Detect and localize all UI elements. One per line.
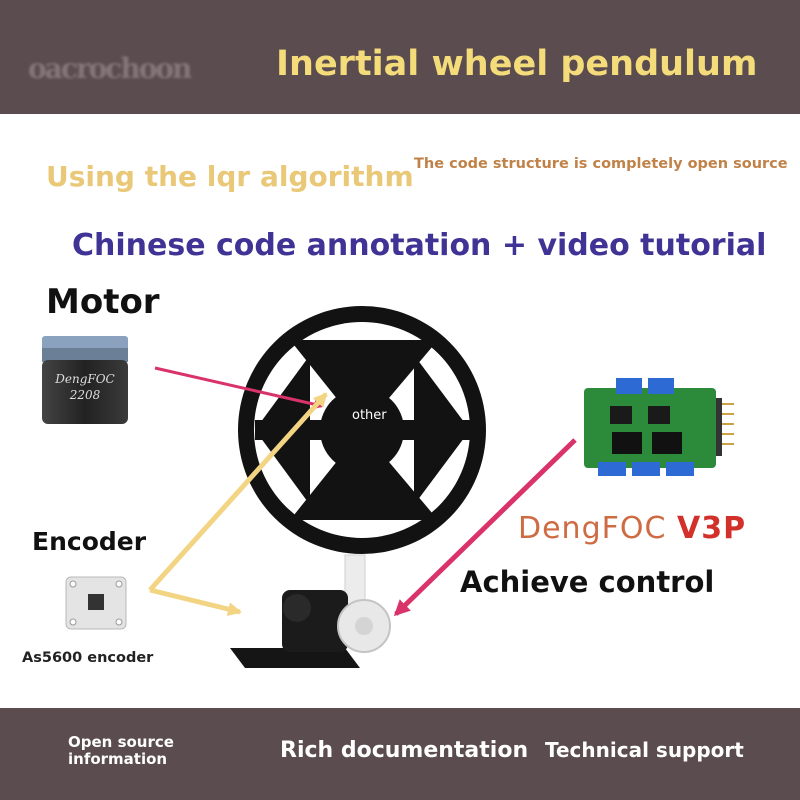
encoder-arrow-base — [149, 587, 242, 616]
header-faded-text: oacrochoon — [28, 52, 192, 85]
controller-arrow — [393, 438, 577, 617]
motor-image: DengFOC 2208 — [42, 336, 128, 424]
encoder-caption: As5600 encoder — [22, 650, 154, 666]
encoder-image — [65, 576, 127, 630]
page-title: Inertial wheel pendulum — [276, 44, 758, 84]
controller-brand: DengFOC V3P — [518, 511, 746, 546]
motor-label: Motor — [46, 282, 160, 322]
inertial-wheel — [238, 306, 486, 554]
encoder-label: Encoder — [32, 527, 147, 556]
open-source-tagline: The code structure is completely open so… — [414, 156, 788, 172]
motor-model: 2208 — [69, 388, 101, 402]
footer-bar — [0, 708, 800, 800]
annotation-tagline: Chinese code annotation + video tutorial — [72, 228, 767, 263]
pendulum-stand — [230, 554, 391, 668]
feature-open-source: Open source information — [68, 733, 174, 768]
feature-support: Technical support — [545, 738, 744, 762]
header-bar: oacrochoon Inertial wheel pendulum — [0, 0, 800, 114]
controller-name: DengFOC — [518, 511, 667, 546]
controller-version: V3P — [676, 511, 747, 546]
controller-board-image — [584, 378, 734, 476]
motor-arrow — [154, 366, 324, 410]
achieve-control-label: Achieve control — [460, 565, 715, 599]
motor-brand: DengFOC — [54, 372, 114, 386]
algorithm-tagline: Using the lqr algorithm — [46, 160, 414, 193]
feature-documentation: Rich documentation — [280, 738, 529, 763]
encoder-arrow-wheel — [148, 392, 328, 592]
wheel-label: other — [352, 408, 387, 423]
